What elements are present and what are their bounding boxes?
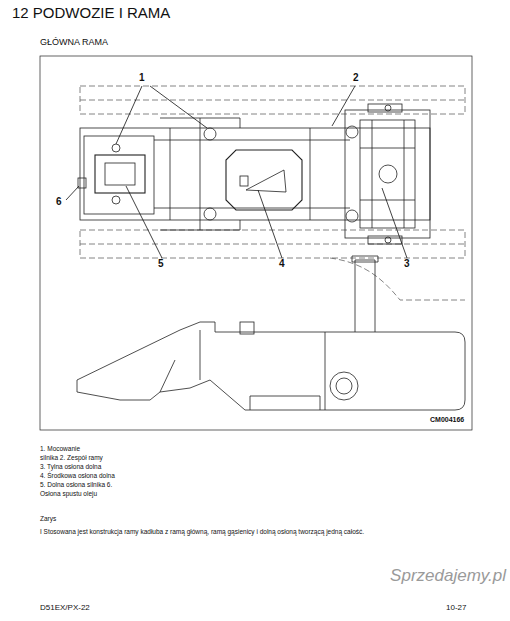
legend-line: silnika 2. Zespół ramy — [40, 454, 103, 462]
page-number: 10-27 — [446, 603, 466, 613]
track-outline — [80, 86, 465, 300]
callout-number: 6 — [56, 196, 62, 208]
callout-number: 5 — [158, 258, 164, 270]
body-text: I Stosowana jest konstrukcja ramy kadłub… — [40, 528, 490, 536]
side-view — [77, 256, 465, 410]
legend-line: Osłona spustu oleju — [40, 490, 97, 498]
section-heading: Zarys — [40, 515, 56, 523]
page-title: 12 PODWOZIE I RAMA — [12, 4, 170, 22]
legend-line: 3. Tylna osłona dolna — [40, 463, 101, 471]
legend-line: 4. Środkowa osłona dolna — [40, 472, 115, 480]
section-heading: GŁÓWNA RAMA — [40, 37, 108, 48]
figure-border — [40, 56, 472, 430]
page-footer: D51EX/PX-22 — [40, 603, 90, 613]
main-frame — [78, 104, 430, 244]
leader-line — [66, 86, 407, 258]
callout-number: 3 — [404, 258, 410, 270]
callout-number: 2 — [353, 72, 359, 84]
callout-number: 4 — [279, 258, 285, 270]
watermark: Sprzedajemy.pl — [390, 566, 506, 586]
legend-line: 5. Dolna osłona silnika 6. — [40, 481, 112, 489]
callout-number: 1 — [139, 72, 145, 84]
legend-line: 1. Mocowanie — [40, 445, 80, 453]
drawing-code: CM004166 — [430, 416, 464, 424]
